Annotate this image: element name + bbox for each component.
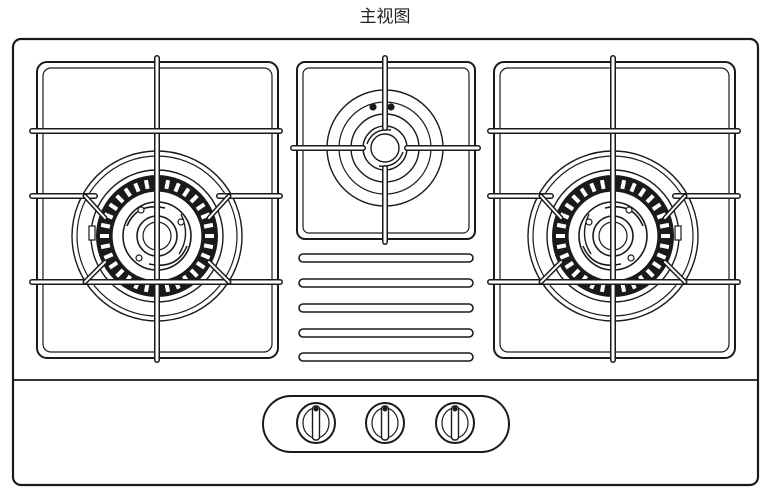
flame-port xyxy=(559,252,570,260)
flame-port xyxy=(571,268,581,278)
flame-port xyxy=(173,182,181,193)
vent-slot-4 xyxy=(298,328,474,338)
control-panel xyxy=(262,395,510,453)
pan-support-grate xyxy=(290,55,481,245)
flame-port xyxy=(108,261,119,270)
flame-port xyxy=(108,202,119,211)
flame-port xyxy=(564,261,575,270)
flame-port xyxy=(651,202,662,211)
flame-port xyxy=(559,212,570,220)
flame-port xyxy=(645,194,655,204)
flame-port xyxy=(200,212,211,220)
flame-port xyxy=(659,222,670,229)
vent-slot-1 xyxy=(298,253,474,263)
view-title: 主视图 xyxy=(359,7,411,27)
flame-port xyxy=(638,187,647,198)
pan-support-grate xyxy=(487,55,741,363)
flame-port xyxy=(123,187,132,198)
ignition-tab xyxy=(88,225,96,241)
flame-port xyxy=(182,187,191,198)
vent-slot-5 xyxy=(298,352,474,362)
swirl xyxy=(366,129,392,145)
swirl xyxy=(178,213,187,255)
flame-port xyxy=(115,268,125,278)
burner-center-cap xyxy=(370,133,400,163)
igniter-pin xyxy=(585,218,593,226)
burner-cap xyxy=(362,125,408,171)
swirl xyxy=(378,151,404,167)
right-burner xyxy=(487,55,741,363)
grate-arm xyxy=(538,193,564,221)
flame-port xyxy=(203,243,214,250)
left-burner xyxy=(29,55,283,363)
flame-port xyxy=(100,222,111,229)
flame-port xyxy=(620,179,627,190)
flame-port xyxy=(189,194,199,204)
flame-port xyxy=(203,222,214,229)
ignition-tab xyxy=(674,225,682,241)
igniter-pin xyxy=(387,103,395,111)
vent-slot-2 xyxy=(298,278,474,288)
flame-port xyxy=(195,202,206,211)
knob-grip xyxy=(380,405,390,441)
control-knob-1 xyxy=(296,402,336,444)
igniter-pin xyxy=(625,206,633,214)
flame-port xyxy=(103,212,114,220)
swirl xyxy=(583,213,592,255)
center-burner xyxy=(290,55,481,245)
flame-port xyxy=(659,243,670,250)
igniter-pin xyxy=(627,254,635,262)
igniter-pin xyxy=(369,103,377,111)
flame-port xyxy=(564,202,575,211)
flame-port xyxy=(100,243,111,250)
flame-port xyxy=(103,252,114,260)
flame-port xyxy=(579,187,588,198)
flame-port xyxy=(589,182,597,193)
flame-port xyxy=(164,179,171,190)
igniter-pin xyxy=(177,218,185,226)
flame-port xyxy=(599,179,606,190)
flame-port xyxy=(629,182,637,193)
knob-grip xyxy=(450,405,460,441)
flame-port xyxy=(115,194,125,204)
flame-port xyxy=(656,252,667,260)
flame-port xyxy=(200,252,211,260)
knob-indicator xyxy=(382,406,388,412)
igniter-pin xyxy=(135,254,143,262)
flame-port xyxy=(571,194,581,204)
swirl xyxy=(148,245,188,266)
control-knobs xyxy=(296,402,475,444)
grate-arm xyxy=(206,193,232,221)
knob-indicator xyxy=(313,406,319,412)
control-knob-3 xyxy=(435,402,475,444)
flame-port xyxy=(143,179,150,190)
grate-arm xyxy=(662,193,688,221)
grate-arm xyxy=(82,193,108,221)
pan-support-grate xyxy=(29,55,283,363)
flame-port xyxy=(651,261,662,270)
vent-slot-3 xyxy=(298,303,474,313)
vent-slots xyxy=(298,253,474,362)
grate-arm xyxy=(538,259,564,285)
flame-port xyxy=(556,243,567,250)
swirl xyxy=(582,245,622,266)
flame-port xyxy=(195,261,206,270)
flame-port xyxy=(656,212,667,220)
knob-grip xyxy=(311,405,321,441)
flame-port xyxy=(556,222,567,229)
flame-port xyxy=(133,182,141,193)
flame-port xyxy=(189,268,199,278)
igniter-pin xyxy=(137,206,145,214)
knob-indicator xyxy=(452,406,458,412)
control-knob-2 xyxy=(365,402,405,444)
grate-arm xyxy=(206,259,232,285)
cooktop-body xyxy=(11,37,760,487)
grate-arm xyxy=(82,259,108,285)
flame-port xyxy=(645,268,655,278)
grate-arm xyxy=(662,259,688,285)
